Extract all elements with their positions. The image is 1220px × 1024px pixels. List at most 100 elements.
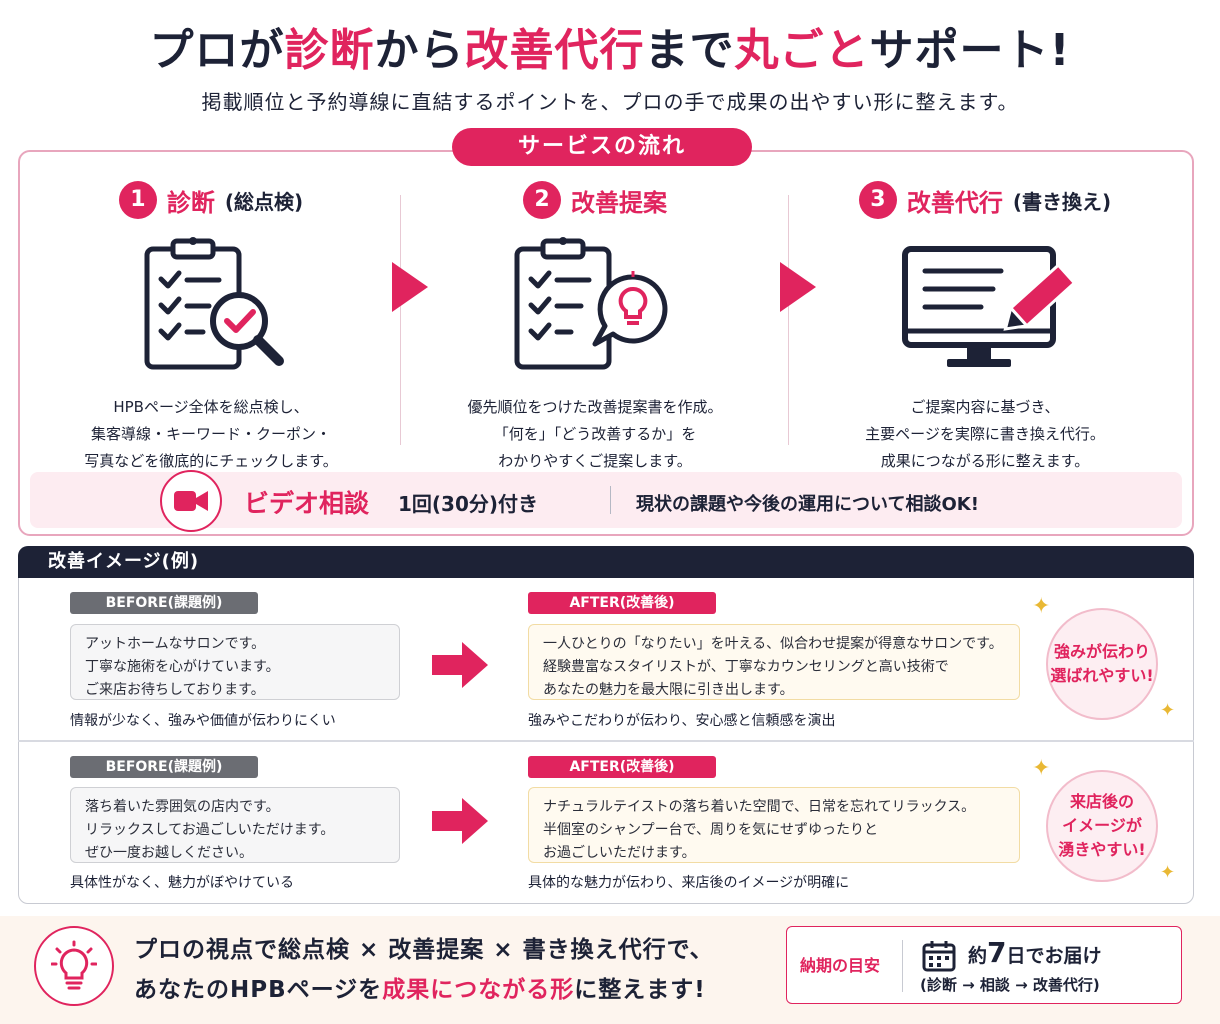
badge-line: 来店後の [1069, 792, 1134, 811]
lightbulb-icon [34, 926, 114, 1006]
step-number-badge: 2 [523, 181, 561, 219]
badge-line: 強みが伝わり [1053, 642, 1150, 661]
monitor-pencil-icon [800, 230, 1170, 380]
card-line: ナチュラルテイストの落ち着いた空間で、日常を忘れてリラックス。 [543, 799, 976, 815]
before-caption: 情報が少なく、強みや価値が伝わりにくい [70, 713, 336, 729]
benefit-badge: 強みが伝わり 選ばれやすい! [1046, 608, 1158, 720]
flow-step-rewrite: 3 改善代行 (書き換え) ご提案内容に基づき、 主要ページを実際に書き換え代行… [800, 178, 1170, 475]
delivery-prefix: 約 [968, 945, 988, 967]
arrow-right-icon [432, 642, 488, 688]
step-name: 改善提案 [571, 188, 667, 217]
summary-line: あなたのHPBページを成果につながる形に整えます! [134, 970, 714, 1010]
step-number-badge: 3 [858, 181, 897, 219]
badge-line: 選ばれやすい! [1050, 666, 1154, 685]
headline-part: サポート! [869, 25, 1071, 76]
delivery-steps: (診断 → 相談 → 改善代行) [920, 976, 1100, 994]
card-line: お過ごしいただけます。 [543, 845, 696, 861]
card-line: アットホームなサロンです。 [85, 636, 266, 652]
before-card: 落ち着いた雰囲気の店内です。 リラックスしてお過ごしいただけます。 ぜひ一度お越… [70, 787, 400, 863]
before-caption: 具体性がなく、魅力がぼやけている [70, 875, 294, 891]
summary-text-part: あなたのHPBページを [134, 977, 383, 1003]
desc-line: HPBページ全体を総点検し、 [113, 398, 309, 416]
summary-text-part: に整えます! [574, 977, 706, 1003]
improvement-header: 改善イメージ(例) [18, 546, 1194, 578]
headline-part: プロが [149, 25, 285, 76]
before-tag: BEFORE(課題例) [70, 592, 258, 614]
desc-line: 集客導線・キーワード・クーポン・ [90, 425, 331, 443]
step-title: 2 改善提案 [410, 178, 780, 222]
step-arrow-icon [780, 262, 816, 312]
step-title: 1 診断 (総点検) [26, 178, 396, 222]
headline-part: 丸ごと [734, 25, 870, 76]
clipboard-magnifier-icon [26, 230, 396, 380]
step-divider [400, 195, 401, 445]
desc-line: 成果につながる形に整えます。 [880, 452, 1090, 470]
summary-emphasis: 成果につながる形 [382, 977, 575, 1003]
step-subtitle: (書き換え) [1012, 189, 1112, 214]
badge-line: イメージが [1062, 816, 1142, 835]
badge-line: 湧きやすい! [1058, 840, 1146, 859]
after-caption: 強みやこだわりが伝わり、安心感と信頼感を演出 [528, 713, 836, 729]
video-consult-banner [30, 472, 1182, 528]
page-subline: 掲載順位と予約導線に直結するポイントを、プロの手で成果の出やすい形に整えます。 [201, 90, 1019, 114]
desc-line: わかりやすくご提案します。 [498, 452, 692, 470]
desc-line: 優先順位をつけた改善提案書を作成。 [467, 398, 723, 416]
step-description: 優先順位をつけた改善提案書を作成。 「何を」「どう改善するか」を わかりやすくご… [410, 394, 780, 475]
video-separator [610, 486, 611, 514]
step-name: 診断 [166, 188, 215, 217]
before-card: アットホームなサロンです。 丁寧な施術を心がけています。 ご来店お待ちしておりま… [70, 624, 400, 700]
step-arrow-icon [392, 262, 428, 312]
delivery-period: 約7日でお届け [968, 936, 1102, 969]
calendar-icon [922, 941, 956, 972]
video-camera-icon [160, 470, 222, 532]
service-flow-tab: サービスの流れ [452, 128, 752, 166]
delivery-box [786, 926, 1182, 1004]
after-caption: 具体的な魅力が伝わり、来店後のイメージが明確に [528, 875, 850, 891]
step-subtitle: (総点検) [224, 189, 304, 214]
step-number-badge: 1 [118, 181, 157, 219]
summary-line: プロの視点で総点検 × 改善提案 × 書き換え代行で、 [134, 937, 714, 963]
card-line: 経験豊富なスタイリストが、丁寧なカウンセリングと高い技術で [543, 659, 949, 675]
video-consult-note: 現状の課題や今後の運用について相談OK! [636, 494, 979, 515]
after-tag: AFTER(改善後) [528, 592, 716, 614]
after-card: ナチュラルテイストの落ち着いた空間で、日常を忘れてリラックス。 半個室のシャンプ… [528, 787, 1020, 863]
video-consult-count: 1回(30分)付き [398, 492, 539, 516]
delivery-label: 納期の目安 [800, 956, 881, 975]
headline-part: まで [644, 25, 735, 76]
arrow-right-icon [432, 798, 488, 844]
sparkle-icon: ✦ [1160, 700, 1176, 721]
card-line: ご来店お待ちしております。 [85, 682, 265, 698]
desc-line: 写真などを徹底的にチェックします。 [84, 452, 338, 470]
card-line: 丁寧な施術を心がけています。 [85, 659, 280, 675]
benefit-badge: 来店後の イメージが 湧きやすい! [1046, 770, 1158, 882]
after-card: 一人ひとりの「なりたい」を叶える、似合わせ提案が得意なサロンです。 経験豊富なス… [528, 624, 1020, 700]
delivery-days: 7 [987, 936, 1007, 969]
sparkle-icon: ✦ [1032, 594, 1051, 619]
card-line: 半個室のシャンプー台で、周りを気にせずゆったりと [543, 822, 879, 838]
flow-step-proposal: 2 改善提案 優先順位をつけた改善提案書を作成。 「何を」「どう改善するか」を … [410, 178, 780, 475]
headline-part: 改善代行 [464, 25, 645, 76]
card-line: リラックスしてお過ごしいただけます。 [85, 822, 335, 838]
step-divider [788, 195, 789, 445]
card-line: あなたの魅力を最大限に引き出します。 [543, 682, 794, 698]
card-line: ぜひ一度お越しください。 [85, 845, 253, 861]
page-headline: プロが診断から改善代行まで丸ごとサポート! [0, 14, 1220, 78]
desc-line: 主要ページを実際に書き換え代行。 [865, 425, 1105, 443]
example-divider [18, 740, 1194, 742]
video-consult-title: ビデオ相談 [244, 489, 370, 518]
step-title: 3 改善代行 (書き換え) [800, 178, 1170, 222]
after-tag: AFTER(改善後) [528, 756, 716, 778]
sparkle-icon: ✦ [1160, 862, 1176, 883]
before-tag: BEFORE(課題例) [70, 756, 258, 778]
delivery-separator [902, 940, 903, 992]
headline-part: から [374, 25, 465, 76]
desc-line: 「何を」「どう改善するか」を [493, 425, 697, 443]
card-line: 一人ひとりの「なりたい」を叶える、似合わせ提案が得意なサロンです。 [543, 636, 1003, 652]
clipboard-lightbulb-icon [410, 230, 780, 380]
delivery-suffix: 日でお届け [1006, 945, 1102, 967]
flow-step-diagnosis: 1 診断 (総点検) HPBページ全体を総点検し、 集客導線・キーワード・クーポ… [26, 178, 396, 475]
sparkle-icon: ✦ [1032, 756, 1051, 781]
headline-part: 診断 [284, 25, 375, 76]
desc-line: ご提案内容に基づき、 [910, 398, 1060, 416]
card-line: 落ち着いた雰囲気の店内です。 [85, 799, 280, 815]
